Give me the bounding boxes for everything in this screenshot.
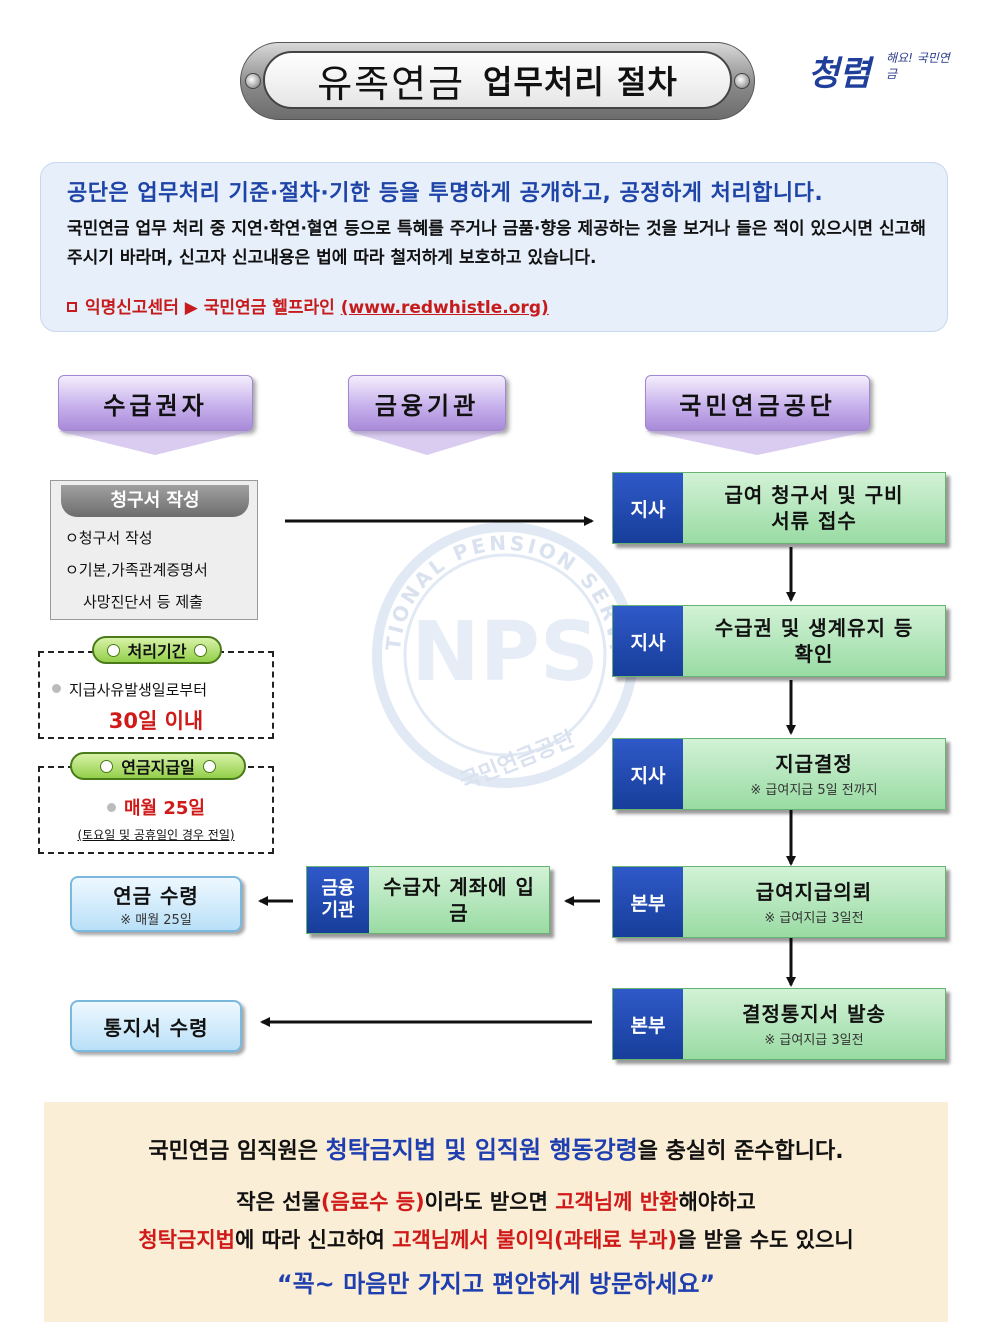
processing-line1: 지급사유발생일로부터 xyxy=(69,681,208,699)
notice-receipt-box: 통지서 수령 xyxy=(70,1000,242,1052)
notice-title: 공단은 업무처리 기준·절차·기한 등을 투명하게 공개하고, 공정하게 처리합… xyxy=(67,181,824,206)
ethics-text: 작은 선물 xyxy=(236,1190,321,1214)
helpline-link[interactable]: (www.redwhistle.org) xyxy=(340,298,549,318)
watermark-logo: NPS xyxy=(411,605,599,700)
flow-main: 결정통지서 발송 xyxy=(742,1001,886,1026)
checkbox-square-icon xyxy=(67,302,77,312)
nps-watermark: NATIONAL PENSION SERVICE NPS 국민연금공단 xyxy=(370,505,638,795)
flow-step-decision: 지사 지급결정 ※ 급여지급 5일 전까지 xyxy=(612,738,946,810)
ethics-highlight: (음료수 등) xyxy=(320,1190,425,1214)
processing-period-pill: 처리기간 xyxy=(92,636,222,664)
processing-deadline: 30일 이내 xyxy=(108,709,204,733)
claim-box: 청구서 작성 ㅇ청구서 작성 ㅇ기본,가족관계증명서 사망진단서 등 제출 xyxy=(50,480,258,620)
logo-sub-text: 해요! 국민연금 xyxy=(886,51,950,81)
processing-line: 지급사유발생일로부터 xyxy=(52,679,207,700)
flow-note: ※ 급여지급 3일전 xyxy=(764,910,864,926)
pension-receipt-note: ※ 매월 25일 xyxy=(120,913,192,928)
report-center-label: 익명신고센터 ▶ 국민연금 헬프라인 xyxy=(85,298,335,318)
claim-header: 청구서 작성 xyxy=(61,485,249,517)
integrity-logo: 청렴 해요! 국민연금 xyxy=(808,46,958,100)
flow-main: 지급결정 xyxy=(775,751,853,776)
ethics-text: 이라도 받으면 xyxy=(424,1190,556,1214)
payday-date: 매월 25일 xyxy=(124,798,205,819)
ethics-text: 국민연금 임직원은 xyxy=(148,1139,326,1164)
flow-tag: 지사 xyxy=(613,739,683,809)
bolt-icon xyxy=(734,73,750,89)
flow-note: ※ 급여지급 5일 전까지 xyxy=(750,782,878,798)
ethics-highlight: 청탁금지법 및 임직원 행동강령 xyxy=(325,1136,638,1164)
logo-main-text: 청렴 xyxy=(808,54,871,94)
header-tail xyxy=(348,431,506,455)
payday-pill: 연금지급일 xyxy=(70,752,246,780)
ethics-text: 을 충실히 준수합니다. xyxy=(637,1139,844,1164)
flow-step-notice-dispatch: 본부 결정통지서 발송 ※ 급여지급 3일전 xyxy=(612,988,946,1060)
ethics-line-2: 작은 선물(음료수 등)이라도 받으면 고객님께 반환해야하고 xyxy=(44,1186,948,1216)
column-header-beneficiary: 수급권자 xyxy=(58,375,253,431)
pill-knob-icon xyxy=(202,759,216,773)
transparency-notice: 공단은 업무처리 기준·절차·기한 등을 투명하게 공개하고, 공정하게 처리합… xyxy=(40,162,948,332)
title-banner: 유족연금 업무처리 절차 xyxy=(240,42,755,120)
flow-step-verify: 지사 수급권 및 생계유지 등 확인 xyxy=(612,605,946,677)
bank-main: 수급자 계좌에 입금 xyxy=(383,875,535,925)
page-title: 유족연금 xyxy=(317,61,466,106)
bullet-icon xyxy=(107,803,116,812)
claim-line: 사망진단서 등 제출 xyxy=(83,593,203,611)
processing-label: 처리기간 xyxy=(127,642,187,661)
payday-line: 매월 25일 xyxy=(40,794,272,820)
flow-main: 급여지급의뢰 xyxy=(755,879,873,904)
flow-main: 급여 청구서 및 구비서류 접수 xyxy=(724,483,904,533)
column-header-bank: 금융기관 xyxy=(348,375,506,431)
report-center-line: 익명신고센터 ▶ 국민연금 헬프라인 (www.redwhistle.org) xyxy=(67,293,549,318)
processing-period-box: 지급사유발생일로부터 30일 이내 xyxy=(38,651,274,739)
flow-step-receipt: 지사 급여 청구서 및 구비서류 접수 xyxy=(612,472,946,544)
claim-line: ㅇ청구서 작성 xyxy=(65,529,153,547)
header-tail xyxy=(645,431,870,455)
flow-tag: 본부 xyxy=(613,867,683,937)
ethics-closing: “꼭~ 마음만 가지고 편안하게 방문하세요” xyxy=(276,1270,716,1298)
flow-step-payment-request: 본부 급여지급의뢰 ※ 급여지급 3일전 xyxy=(612,866,946,938)
pill-knob-icon xyxy=(106,643,120,657)
ethics-text: 해야하고 xyxy=(678,1190,756,1214)
ethics-highlight: 청탁금지법 xyxy=(138,1228,235,1252)
pension-receipt-label: 연금 수령 xyxy=(113,884,199,908)
flow-tag: 지사 xyxy=(613,606,683,676)
page-subtitle: 업무처리 절차 xyxy=(483,63,678,101)
ethics-highlight: 고객님께 반환 xyxy=(555,1190,679,1214)
notice-body: 국민연금 업무 처리 중 지연·학연·혈연 등으로 특혜를 주거나 금품·향응 … xyxy=(67,219,926,268)
header-tail xyxy=(58,431,253,455)
bank-tag: 금융기관 xyxy=(307,867,369,933)
ethics-line-1: 국민연금 임직원은 청탁금지법 및 임직원 행동강령을 충실히 준수합니다. xyxy=(44,1130,948,1165)
title-plate: 유족연금 업무처리 절차 xyxy=(263,51,732,109)
payday-label: 연금지급일 xyxy=(121,758,195,777)
bullet-icon xyxy=(52,684,61,693)
bank-deposit-box: 금융기관 수급자 계좌에 입금 xyxy=(306,866,550,934)
flow-note: ※ 급여지급 3일전 xyxy=(764,1032,864,1048)
ethics-text: 을 받을 수도 있으니 xyxy=(677,1228,854,1252)
ethics-notice: 국민연금 임직원은 청탁금지법 및 임직원 행동강령을 충실히 준수합니다. 작… xyxy=(44,1102,948,1322)
claim-line: ㅇ기본,가족관계증명서 xyxy=(65,561,208,579)
payday-note: (토요일 및 공휴일인 경우 전일) xyxy=(77,828,235,842)
ethics-highlight: 고객님께서 불이익 xyxy=(392,1228,555,1252)
column-header-nps: 국민연금공단 xyxy=(645,375,870,431)
pill-knob-icon xyxy=(100,759,114,773)
ethics-highlight: (과태료 부과) xyxy=(554,1228,678,1252)
ethics-text: 에 따라 신고하여 xyxy=(234,1228,393,1252)
flow-tag: 본부 xyxy=(613,989,683,1059)
flow-main: 수급권 및 생계유지 등 확인 xyxy=(714,616,914,666)
bolt-icon xyxy=(245,73,261,89)
flow-tag: 지사 xyxy=(613,473,683,543)
pill-knob-icon xyxy=(194,643,208,657)
ethics-line-3: 청탁금지법에 따라 신고하여 고객님께서 불이익(과태료 부과)을 받을 수도 … xyxy=(44,1224,948,1254)
pension-receipt-box: 연금 수령 ※ 매월 25일 xyxy=(70,876,242,932)
notice-receipt-label: 통지서 수령 xyxy=(103,1015,209,1040)
